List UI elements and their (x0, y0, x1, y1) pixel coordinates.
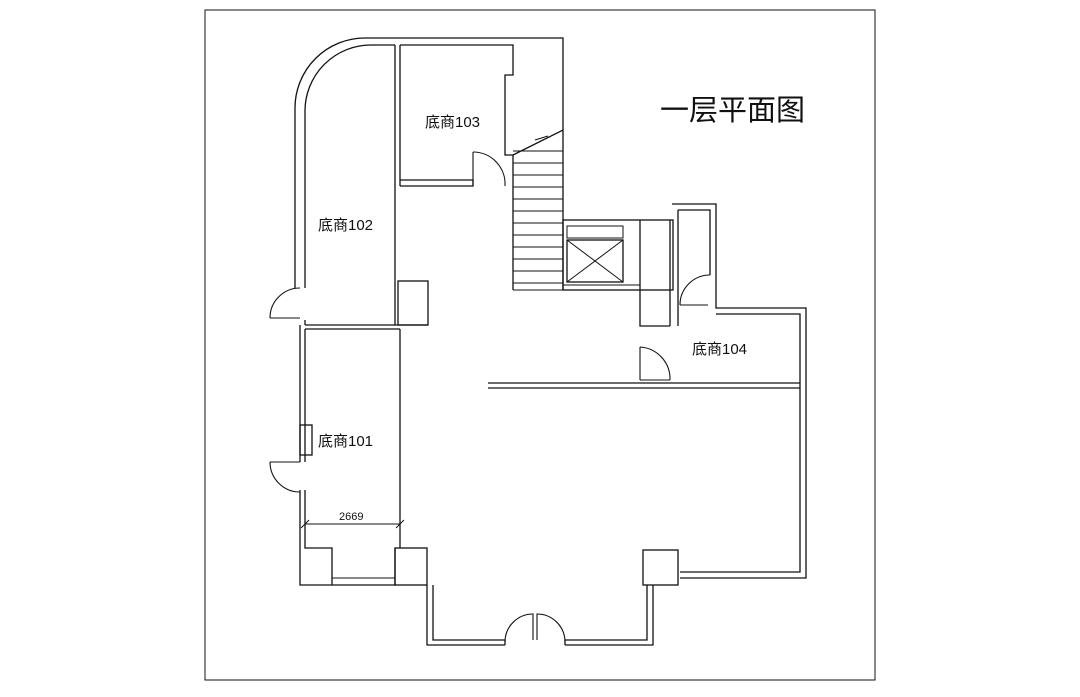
main-entrance-door (504, 613, 566, 643)
room-label-101: 底商101 (318, 433, 373, 450)
door-103 (472, 151, 506, 187)
dimension-line (300, 518, 405, 532)
shop-104-walls (488, 203, 807, 579)
room-label-104: 底商104 (692, 341, 747, 358)
elevator-shaft-icon (566, 239, 624, 283)
staircase (512, 128, 564, 291)
door-104 (639, 346, 671, 381)
shop-102-walls (294, 37, 564, 330)
room-label-102: 底商102 (318, 217, 373, 234)
door-102 (269, 287, 301, 319)
plan-title: 一层平面图 (660, 93, 805, 127)
elevator-core (562, 219, 674, 291)
dimension-label: 2669 (339, 511, 363, 523)
door-101 (269, 461, 301, 493)
shop-101-walls (299, 325, 428, 586)
door-elevator-side (679, 274, 711, 306)
column-2 (642, 549, 679, 586)
drawing-frame (204, 9, 876, 681)
room-label-103: 底商103 (425, 114, 480, 131)
column-1 (397, 280, 429, 326)
lobby-walls (426, 585, 654, 646)
shop-103-walls (399, 44, 514, 290)
